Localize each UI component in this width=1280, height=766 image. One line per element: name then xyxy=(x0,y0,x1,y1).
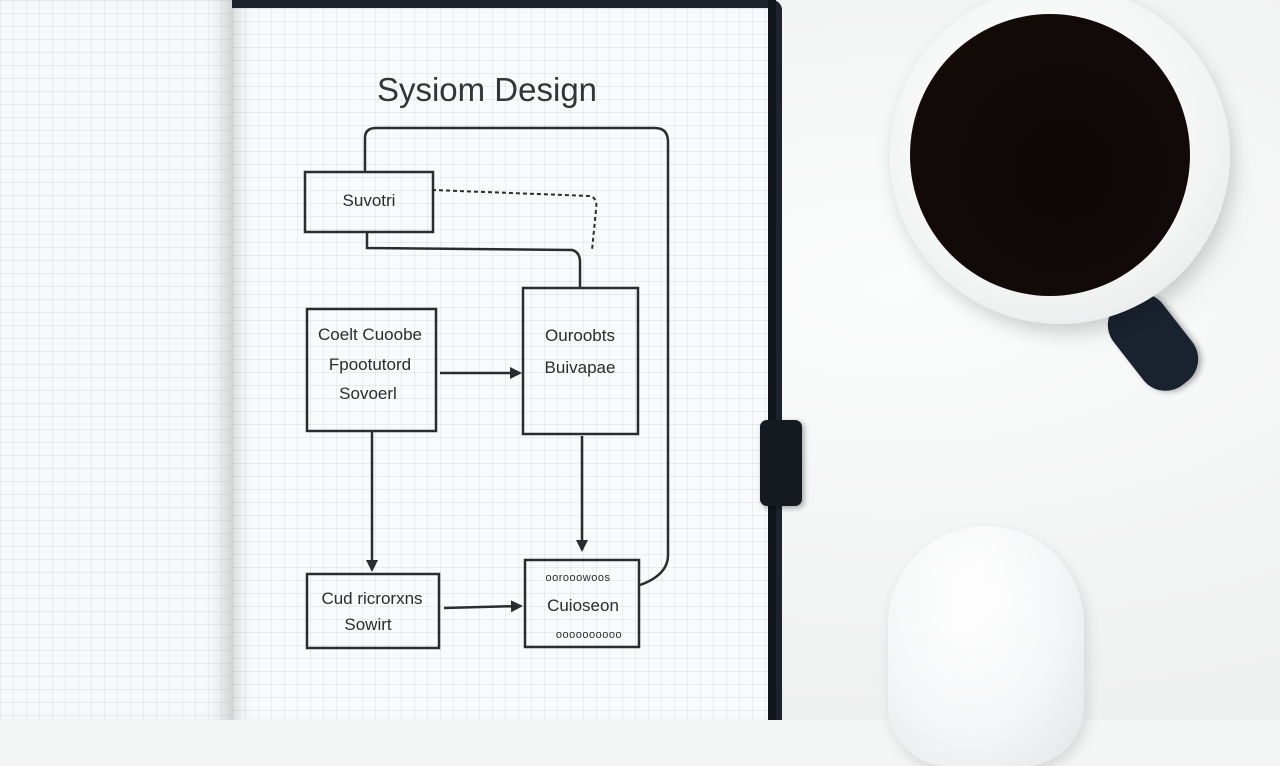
dashed-connector xyxy=(431,189,598,251)
box-5-scribble-bottom: oooooooooo xyxy=(556,629,622,641)
notebook-clip xyxy=(760,420,802,506)
box-4-line-2: Sowirt xyxy=(344,615,392,634)
box-3-line-2: Buivapae xyxy=(545,358,616,377)
loop-connector xyxy=(363,126,670,587)
box-2-line-3: Sovoerl xyxy=(339,384,397,403)
box-5-scribble-top: oorooowoos xyxy=(546,572,611,584)
box-4-line-1: Cud ricrorxns xyxy=(321,589,422,608)
box-5-label: Cuioseon xyxy=(547,596,619,615)
notebook-right-page xyxy=(232,8,768,720)
notebook-left-page xyxy=(0,0,232,720)
arrow-box4-to-box5 xyxy=(443,600,523,613)
box-2-line-2: Fpootutord xyxy=(329,355,411,374)
notebook-title: Sysiom Design xyxy=(377,71,597,108)
box-3-line-1: Ouroobts xyxy=(545,326,615,345)
computer-mouse xyxy=(888,526,1084,766)
connector-box1-box3 xyxy=(365,232,582,288)
diagram-box-1 xyxy=(303,170,435,234)
diagram-box-4 xyxy=(305,572,441,650)
box-1-label: Suvotri xyxy=(343,191,396,210)
box-2-line-1: Coelt Cuoobe xyxy=(318,325,422,344)
coffee xyxy=(910,14,1190,296)
notebook-elastic-band xyxy=(768,0,776,720)
system-design-sketch: Sysiom Design Suvotri Coelt Cuoobe Fpoot… xyxy=(303,71,670,650)
diagram-box-3 xyxy=(521,286,640,436)
diagram-box-5 xyxy=(523,558,641,649)
diagram-box-2 xyxy=(305,307,438,433)
